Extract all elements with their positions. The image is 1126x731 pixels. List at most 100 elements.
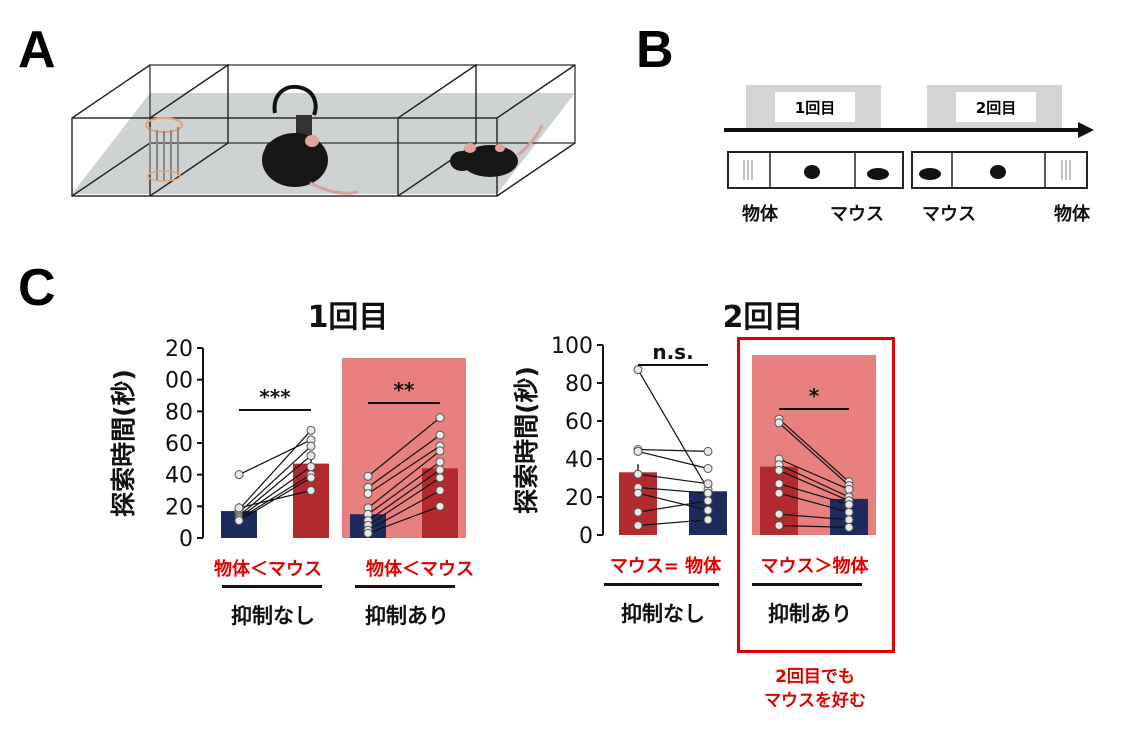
c2-group2-point bbox=[774, 509, 784, 519]
mouse-icon-test1-right bbox=[867, 168, 889, 180]
c2-group2-condition: 抑制あり bbox=[768, 602, 852, 626]
c1-group1-rule bbox=[222, 585, 322, 588]
mouse-icon-test2-center bbox=[990, 165, 1006, 179]
c1-group2-point bbox=[435, 501, 445, 511]
c1-group2-pair-line bbox=[367, 469, 441, 522]
c1-group1-point bbox=[234, 503, 244, 513]
c2-group2-significance: * bbox=[809, 384, 820, 408]
c1-group2-significance: ** bbox=[394, 378, 415, 402]
c2-group2-pair-line bbox=[778, 458, 850, 490]
highlight-note-line2: マウスを好む bbox=[764, 691, 866, 711]
c2-group1-point bbox=[703, 464, 713, 473]
c1-tick-label: 60 bbox=[165, 432, 193, 457]
implanted-mouse-icon bbox=[262, 84, 359, 195]
b-label-object-2: 物体 bbox=[1054, 204, 1090, 225]
c2-group1-pair-line bbox=[637, 448, 709, 452]
c1-group1-pair-line bbox=[238, 489, 312, 509]
c1-group2-pair-line bbox=[367, 505, 441, 534]
c2-group2-pair-line bbox=[778, 418, 850, 483]
c1-group1-significance: *** bbox=[259, 385, 291, 409]
c2-group1-pair-line bbox=[637, 500, 709, 513]
c1-group2-point bbox=[435, 486, 445, 495]
c2-group1-point bbox=[703, 496, 713, 506]
c1-group2-pair-line bbox=[367, 489, 441, 531]
mouse-icon-test2-left bbox=[919, 168, 941, 180]
c2-group1-point bbox=[703, 488, 713, 498]
c1-group1-point bbox=[306, 451, 316, 461]
c2-tick-label: 0 bbox=[579, 524, 593, 549]
c2-group2-pair-line bbox=[778, 513, 850, 521]
c1-tick-label: 20 bbox=[165, 337, 193, 362]
c2-tick-label: 40 bbox=[565, 448, 593, 473]
c2-group1-point bbox=[633, 365, 643, 375]
c2-group2-rule bbox=[752, 583, 862, 586]
c2-group2-comparison: マウス＞物体 bbox=[760, 556, 869, 577]
c1-group1-point bbox=[306, 486, 316, 495]
c2-group2-pair-line bbox=[778, 422, 850, 487]
cage-icon-right bbox=[1061, 160, 1071, 180]
c2-group2-pair-line bbox=[778, 464, 850, 498]
c2-group2-pair-line bbox=[778, 483, 850, 506]
c2-group1-pair-line bbox=[637, 369, 709, 490]
c1-group2-rule bbox=[355, 585, 455, 588]
c2-group1-point bbox=[633, 446, 643, 456]
c1-group1-point bbox=[306, 473, 316, 483]
c1-group2-point bbox=[435, 430, 445, 440]
c2-tick-label: 20 bbox=[565, 486, 593, 511]
c2-group2-point bbox=[844, 500, 854, 510]
c2-group1-point bbox=[633, 521, 643, 530]
c2-group1-significance: n.s. bbox=[652, 340, 693, 364]
c1-group2-point bbox=[435, 413, 445, 423]
highlight-box bbox=[737, 337, 895, 653]
c2-tick-label: 60 bbox=[565, 410, 593, 435]
c2-ylabel: 探索時間(秒) bbox=[512, 366, 541, 514]
c1-group2-pair-line bbox=[367, 445, 441, 495]
c2-group1-pair-line bbox=[637, 492, 709, 511]
c1-group1-pair-line bbox=[238, 455, 312, 517]
three-chamber-apparatus bbox=[71, 63, 576, 197]
c1-tick-label: 20 bbox=[165, 495, 193, 520]
highlight-note-line1: 2回目でも bbox=[775, 667, 855, 687]
c1-group2-pair-line bbox=[367, 434, 441, 488]
c2-group1-point bbox=[703, 515, 713, 525]
c2-group1-condition: 抑制なし bbox=[621, 602, 705, 626]
b-label-object-1: 物体 bbox=[742, 204, 778, 225]
c1-group1-point bbox=[306, 425, 316, 435]
c1-group2-comparison: 物体＜マウス bbox=[366, 559, 474, 580]
c1-group2-point bbox=[435, 473, 445, 483]
c1-group1-comparison: 物体＜マウス bbox=[214, 559, 322, 580]
c1-group2-condition: 抑制あり bbox=[365, 604, 449, 628]
c1-group2-point bbox=[363, 471, 373, 481]
c1-ylabel: 探索時間(秒) bbox=[109, 369, 138, 517]
c2-group2-point bbox=[774, 488, 784, 498]
c2-group2-point bbox=[774, 479, 784, 489]
c2-group2-pair-line bbox=[778, 492, 850, 513]
c2-group1-point bbox=[633, 469, 643, 479]
stranger-mouse-icon bbox=[450, 124, 544, 177]
c2-group1-point bbox=[703, 446, 713, 456]
timeline-arrow-icon bbox=[1078, 122, 1094, 138]
c2-group2-point bbox=[774, 465, 784, 475]
c1-group1-pair-line bbox=[238, 445, 312, 514]
c2-group1-pair-line bbox=[637, 450, 709, 470]
wire-cage-icon bbox=[145, 117, 183, 182]
c2-group2-point bbox=[844, 484, 854, 494]
c1-group2-pair-line bbox=[367, 461, 441, 515]
protocol-timeline: 1回目 2回目 bbox=[724, 85, 1094, 189]
c2-group1-pair-line bbox=[637, 473, 709, 485]
phase2-label: 2回目 bbox=[976, 99, 1016, 117]
panel-a-letter: A bbox=[18, 21, 56, 79]
c2-group1-point bbox=[633, 488, 643, 498]
c1-group1-pair-line bbox=[238, 429, 312, 510]
mouse-icon-test1-center bbox=[804, 165, 820, 179]
b-label-mouse-1: マウス bbox=[830, 204, 884, 225]
c1-group1-pair-line bbox=[238, 466, 312, 518]
c2-group2-point bbox=[774, 521, 784, 530]
cage-icon-left bbox=[743, 160, 753, 180]
c2-group1-pair-line bbox=[637, 486, 709, 494]
c1-group1-point bbox=[306, 462, 316, 472]
c2-group2-pair-line bbox=[778, 524, 850, 528]
c1-group1-point bbox=[234, 516, 244, 526]
